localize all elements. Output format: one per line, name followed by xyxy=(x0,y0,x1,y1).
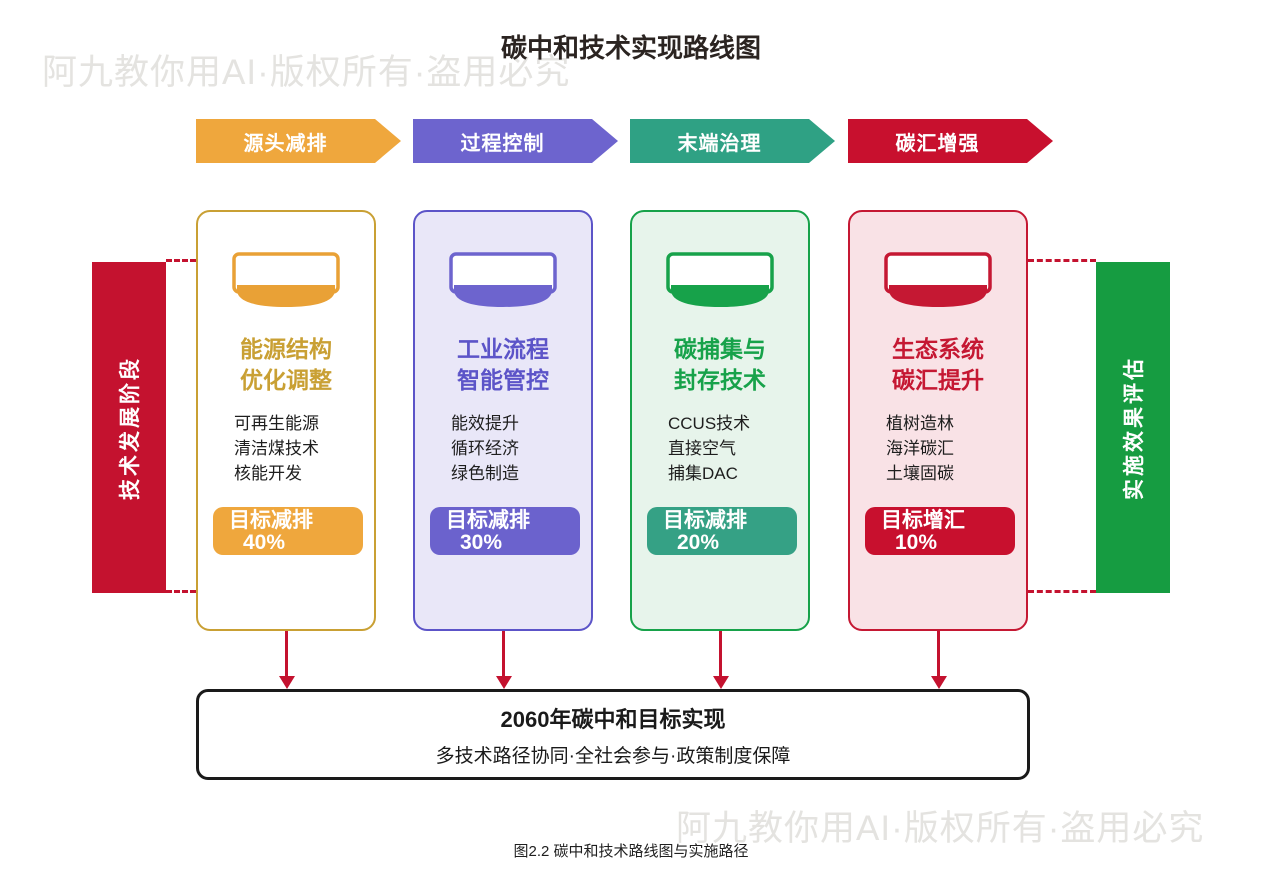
tank-icon xyxy=(415,252,591,309)
card-item: 清洁煤技术 xyxy=(234,439,319,458)
tank-icon xyxy=(632,252,808,309)
watermark-top: 阿九教你用AI·版权所有·盗用必究 xyxy=(42,53,571,92)
badge-label: 目标减排 xyxy=(229,509,313,532)
stage-banner-carbon-sink: 碳汇增强 xyxy=(848,119,1053,163)
card-item-list: CCUS技术 直接空气 捕集DAC xyxy=(632,411,808,486)
card-title: 碳捕集与 封存技术 xyxy=(674,336,766,393)
target-badge: 目标减排 40% xyxy=(213,507,363,555)
card-item: 捕集DAC xyxy=(668,464,738,483)
flow-arrow-down xyxy=(712,631,729,689)
badge-value: 20% xyxy=(677,531,720,554)
badge-value: 10% xyxy=(895,531,938,554)
right-axis-bar: 实施效果评估 xyxy=(1096,262,1170,593)
dashed-connector-left-top xyxy=(166,259,196,262)
card-item: 核能开发 xyxy=(234,464,302,483)
card-item: 循环经济 xyxy=(451,439,519,458)
card-item: 能效提升 xyxy=(451,414,519,433)
card-title: 能源结构 优化调整 xyxy=(240,336,332,393)
stage-banner-label: 碳汇增强 xyxy=(895,132,980,155)
card-title: 生态系统 碳汇提升 xyxy=(892,336,984,393)
page-title: 碳中和技术实现路线图 xyxy=(500,33,761,63)
goal-title: 2060年碳中和目标实现 xyxy=(500,706,726,732)
dashed-connector-right-top xyxy=(1028,259,1096,262)
right-axis-label: 实施效果评估 xyxy=(1123,355,1146,500)
stage-banner-label: 过程控制 xyxy=(460,132,545,155)
flow-arrow-down xyxy=(495,631,512,689)
badge-label: 目标减排 xyxy=(663,509,747,532)
card-item: 直接空气 xyxy=(668,439,736,458)
stage-banner-source-reduction: 源头减排 xyxy=(196,119,401,163)
tank-icon xyxy=(198,252,374,309)
left-axis-bar: 技术发展阶段 xyxy=(92,262,166,593)
flow-arrow-down xyxy=(930,631,947,689)
watermark-bottom: 阿九教你用AI·版权所有·盗用必究 xyxy=(676,809,1205,848)
flow-arrow-down xyxy=(278,631,295,689)
card-item: 海洋碳汇 xyxy=(886,439,954,458)
card-item-list: 植树造林 海洋碳汇 土壤固碳 xyxy=(850,411,1026,486)
target-badge: 目标减排 30% xyxy=(430,507,580,555)
card-item: 可再生能源 xyxy=(234,414,319,433)
badge-label: 目标增汇 xyxy=(881,509,965,532)
card-title: 工业流程 智能管控 xyxy=(457,336,549,393)
card-item: CCUS技术 xyxy=(668,414,751,433)
figure-caption: 图2.2 碳中和技术路线图与实施路径 xyxy=(513,843,749,860)
dashed-connector-left-bottom xyxy=(166,590,196,593)
stage-banner-label: 末端治理 xyxy=(677,132,762,155)
target-badge: 目标增汇 10% xyxy=(865,507,1015,555)
card-item: 植树造林 xyxy=(886,414,954,433)
tank-icon xyxy=(850,252,1026,309)
badge-value: 40% xyxy=(243,531,286,554)
stage-banner-label: 源头减排 xyxy=(243,132,328,155)
left-axis-label: 技术发展阶段 xyxy=(119,355,142,500)
goal-box: 2060年碳中和目标实现 多技术路径协同·全社会参与·政策制度保障 xyxy=(196,689,1030,780)
dashed-connector-right-bottom xyxy=(1028,590,1096,593)
card-item-list: 能效提升 循环经济 绿色制造 xyxy=(415,411,591,486)
stage-banner-process-control: 过程控制 xyxy=(413,119,618,163)
card-item-list: 可再生能源 清洁煤技术 核能开发 xyxy=(198,411,374,486)
badge-label: 目标减排 xyxy=(446,509,530,532)
goal-subtitle: 多技术路径协同·全社会参与·政策制度保障 xyxy=(435,745,791,767)
target-badge: 目标减排 20% xyxy=(647,507,797,555)
card-item: 土壤固碳 xyxy=(886,464,954,483)
tech-card-ecosystem-sink: 生态系统 碳汇提升 植树造林 海洋碳汇 土壤固碳 目标增汇 10% xyxy=(848,210,1028,631)
card-item: 绿色制造 xyxy=(451,464,519,483)
stage-banner-end-treatment: 末端治理 xyxy=(630,119,835,163)
tech-card-industrial-process: 工业流程 智能管控 能效提升 循环经济 绿色制造 目标减排 30% xyxy=(413,210,593,631)
tech-card-energy-structure: 能源结构 优化调整 可再生能源 清洁煤技术 核能开发 目标减排 40% xyxy=(196,210,376,631)
badge-value: 30% xyxy=(460,531,503,554)
tech-card-carbon-capture: 碳捕集与 封存技术 CCUS技术 直接空气 捕集DAC 目标减排 20% xyxy=(630,210,810,631)
